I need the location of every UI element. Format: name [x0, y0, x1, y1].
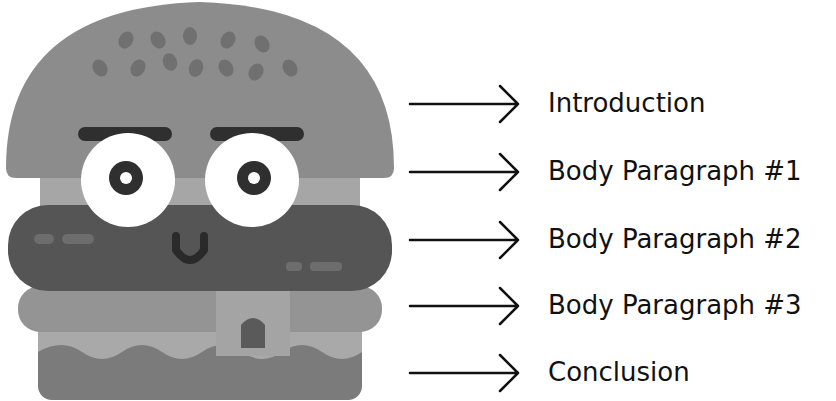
patty-spot [62, 234, 94, 244]
face [78, 127, 304, 227]
eye-glint [248, 172, 260, 184]
door-window [241, 318, 265, 348]
top-bun [6, 2, 394, 178]
section-label: Body Paragraph #3 [548, 290, 802, 321]
eye-glint [120, 172, 132, 184]
section-label: Body Paragraph #2 [548, 224, 802, 255]
section-label: Introduction [548, 88, 705, 119]
patty-spot [34, 234, 54, 244]
smile [176, 236, 204, 260]
eye [81, 133, 175, 227]
sauce-drip [38, 330, 362, 359]
door-panel [216, 290, 290, 356]
leader-arrow [410, 355, 518, 391]
pupil [109, 161, 143, 195]
leader-arrow [410, 154, 518, 190]
leader-arrow [410, 222, 518, 258]
sesame-seeds [89, 27, 300, 83]
patty-spot [310, 262, 342, 271]
leader-arrow [410, 86, 518, 122]
section-label: Conclusion [548, 357, 690, 388]
patty [8, 205, 392, 291]
patty-body [8, 205, 392, 291]
pupil [237, 161, 271, 195]
leader-arrow [410, 288, 518, 324]
eye [205, 133, 299, 227]
bun-dome [6, 2, 394, 178]
leader-arrows [410, 86, 518, 391]
lettuce-layer [18, 286, 382, 332]
section-label: Body Paragraph #1 [548, 156, 802, 187]
door [216, 290, 290, 356]
patty-spot [286, 262, 302, 271]
